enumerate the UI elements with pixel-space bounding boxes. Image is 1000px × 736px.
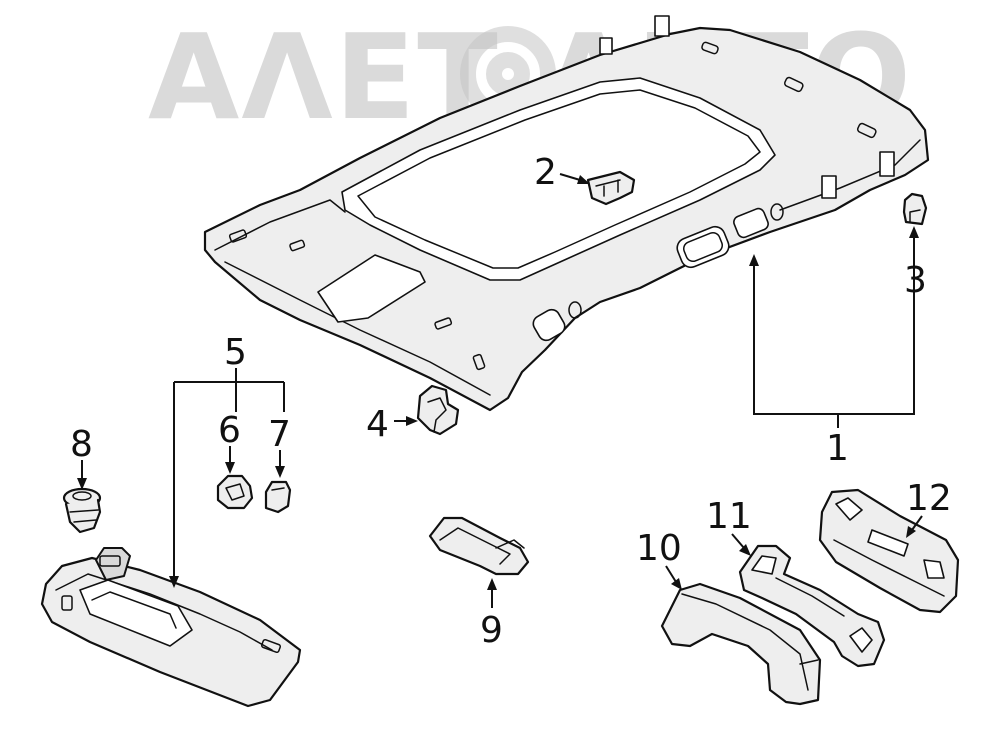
arrow-1 — [749, 254, 759, 266]
handle-bracket-part-12[interactable] — [818, 488, 960, 614]
arrow-2 — [577, 175, 590, 184]
cover-cap-part-7[interactable] — [264, 480, 292, 514]
callout-3: 3 — [904, 260, 927, 301]
callout-9: 9 — [480, 610, 503, 651]
leader-1 — [753, 238, 915, 415]
leader-10 — [665, 565, 677, 583]
callout-1: 1 — [826, 428, 849, 469]
leader-2 — [559, 173, 581, 181]
callout-labels: 1 2 3 4 5 6 7 8 9 10 11 12 — [70, 152, 952, 651]
bracket-part-9[interactable] — [428, 516, 530, 576]
callout-10: 10 — [636, 528, 682, 569]
grab-handle-part-10[interactable] — [660, 582, 822, 706]
leader-12 — [911, 515, 923, 531]
arrow-7 — [275, 466, 285, 478]
arrow-11 — [739, 544, 751, 556]
retainer-clip-part-4[interactable] — [416, 384, 460, 436]
callout-12: 12 — [906, 478, 952, 519]
arrow-5 — [169, 576, 179, 588]
leader-lines — [77, 173, 923, 608]
cap-clip-part-3[interactable] — [902, 192, 928, 226]
callout-11: 11 — [706, 496, 752, 537]
callout-7: 7 — [268, 414, 291, 455]
callout-5: 5 — [224, 332, 247, 373]
callout-2: 2 — [534, 152, 557, 193]
callout-4: 4 — [366, 404, 389, 445]
arrow-12 — [906, 526, 916, 538]
leader-11 — [731, 533, 745, 549]
round-clip-part-8[interactable] — [62, 487, 102, 534]
headliner-part[interactable] — [203, 15, 930, 412]
visor-clip-part-6[interactable] — [216, 474, 254, 510]
leader-5 — [173, 368, 285, 578]
tab — [654, 15, 670, 37]
clip-bracket-part-2[interactable] — [586, 170, 636, 206]
arrow-10 — [671, 578, 682, 590]
arrow-6 — [225, 462, 235, 474]
callout-6: 6 — [218, 410, 241, 451]
callout-8: 8 — [70, 424, 93, 465]
handle-bracket-part-11[interactable] — [738, 544, 886, 668]
arrow-4 — [406, 416, 418, 426]
arrow-8 — [77, 478, 87, 490]
arrow-9 — [487, 578, 497, 590]
sun-visor-part-5[interactable] — [40, 547, 302, 708]
watermark-gear-hub — [486, 52, 530, 96]
arrow-3 — [909, 226, 919, 238]
